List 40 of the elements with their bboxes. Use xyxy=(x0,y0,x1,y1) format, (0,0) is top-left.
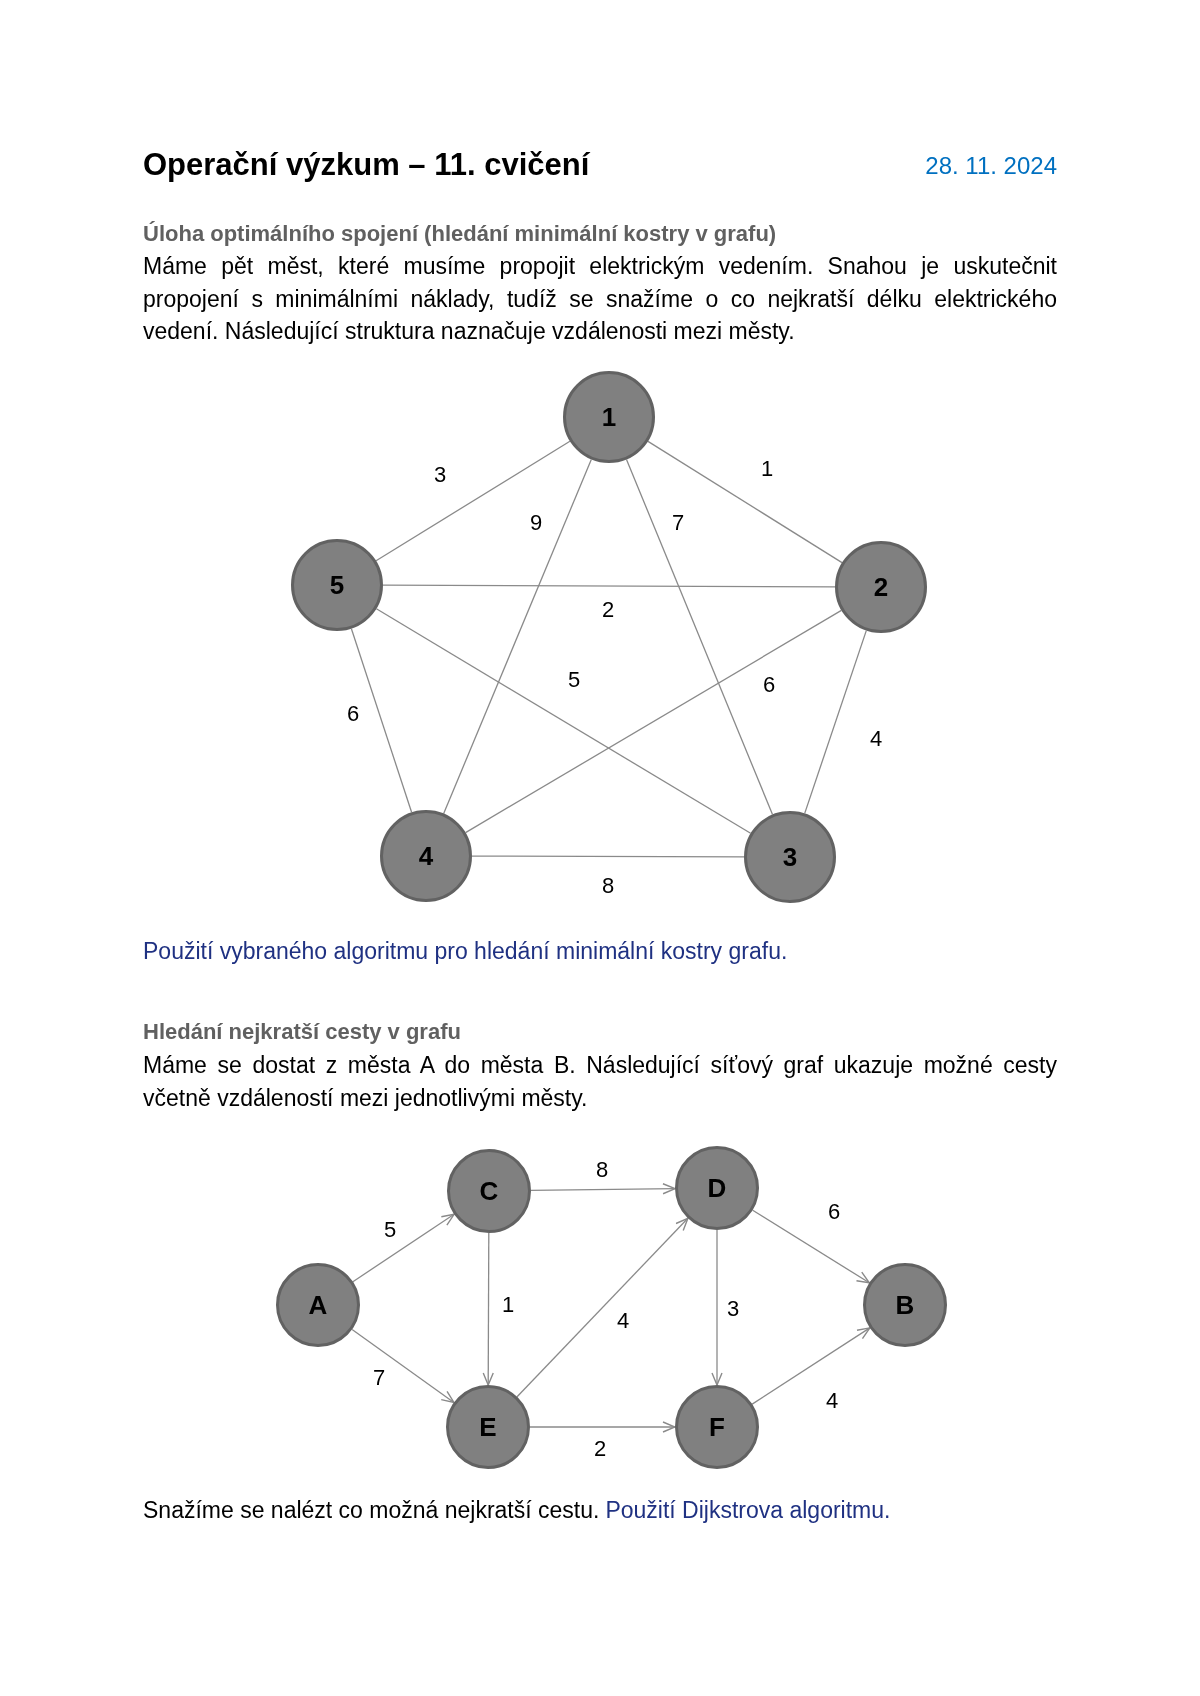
arrow xyxy=(352,1213,455,1283)
arrow xyxy=(516,1217,689,1398)
connector-line xyxy=(647,440,843,564)
section-heading: Úloha optimálního spojení (hledání minimální kostry v grafu) xyxy=(143,220,778,248)
paragraph: Máme se dostat z města A do města B. Následující síťový graf ukazuje možné cesty včetně vzdáleností mezi jednotlivými městy. xyxy=(143,1051,1057,1113)
node-label: 5 xyxy=(329,570,345,600)
arrow xyxy=(711,1229,723,1386)
node-label: 1 xyxy=(601,402,617,432)
node-label: 3 xyxy=(782,842,798,872)
sentence: Snažíme se nalézt co možná nejkratší cestu. xyxy=(143,1496,600,1525)
arrow xyxy=(751,1327,871,1405)
connector-line xyxy=(382,584,836,588)
instruction-text: Použití vybraného algoritmu pro hledání minimální kostry grafu. xyxy=(143,937,789,966)
node-label: F xyxy=(709,1412,725,1442)
node-label: D xyxy=(707,1173,727,1203)
arrow xyxy=(752,1209,870,1284)
node-label: 2 xyxy=(873,572,889,602)
arrow xyxy=(530,1183,676,1195)
arrow xyxy=(529,1421,676,1433)
section-heading: Hledání nejkratší cesty v grafu xyxy=(143,1018,462,1046)
arrow xyxy=(482,1232,494,1386)
connector-line xyxy=(804,629,867,815)
node-label: B xyxy=(895,1290,915,1320)
instruction-text: Použití Dijkstrova algoritmu. xyxy=(605,1496,891,1525)
node-label: E xyxy=(479,1412,497,1442)
node-label: 4 xyxy=(418,841,434,871)
paragraph: Máme pět měst, které musíme propojit elektrickým vedením. Snahou je uskutečnit propojení s minimálními náklady, tudíž se snažíme o co nejkratší délku elektrického vedení. Následující struktura naznačuje vzdálenosti mezi městy. xyxy=(143,252,1057,346)
date: 28. 11. 2024 xyxy=(925,151,1057,181)
page-title: Operační výzkum – 11. cvičení xyxy=(143,146,590,184)
connector-line xyxy=(625,458,774,816)
connector-line xyxy=(443,458,592,815)
city-node xyxy=(675,1146,759,1230)
connector-line xyxy=(464,609,843,834)
connector-line xyxy=(375,608,752,834)
connector-line xyxy=(471,855,745,858)
node-label: C xyxy=(479,1176,499,1206)
node-label: A xyxy=(308,1290,328,1320)
connector-line xyxy=(350,628,413,813)
arrow xyxy=(351,1328,455,1404)
connector-line xyxy=(375,440,571,562)
